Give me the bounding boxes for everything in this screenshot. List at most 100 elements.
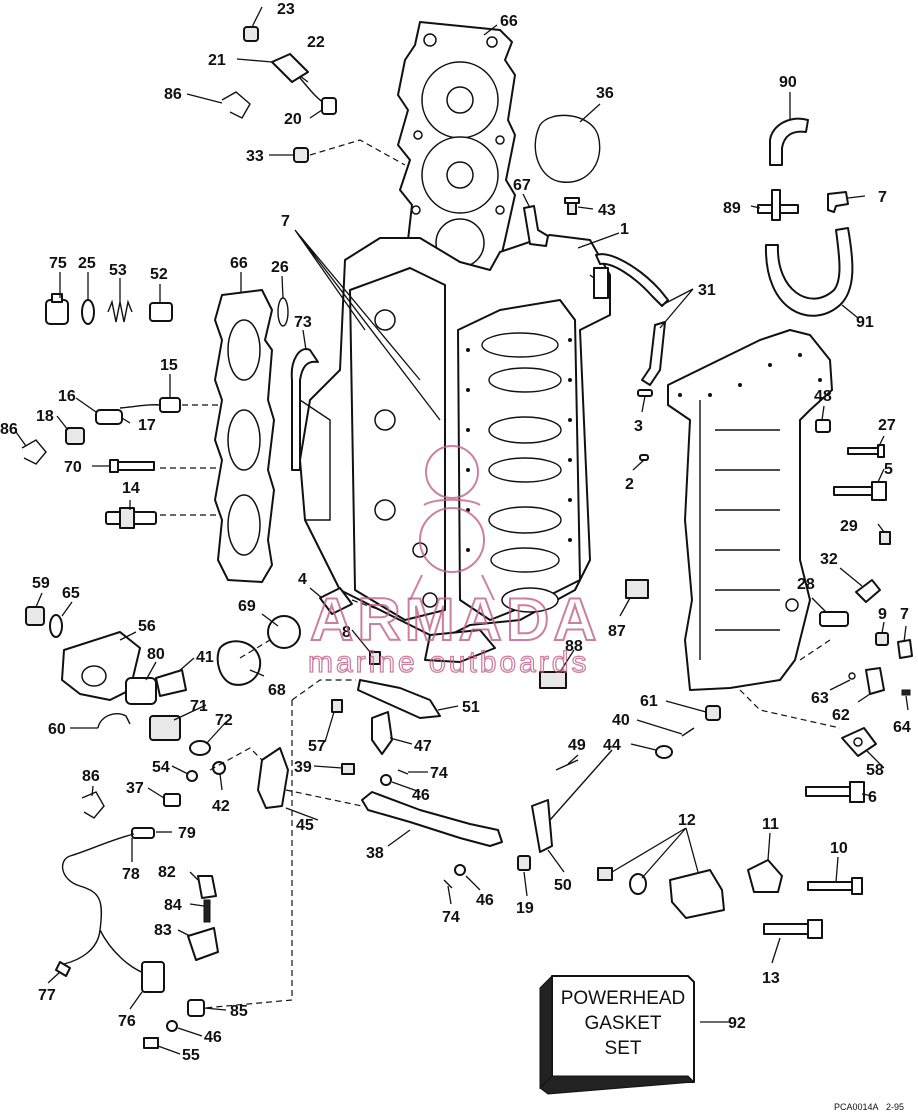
label-62: 62 (832, 707, 850, 724)
part-55-screw (143, 1037, 159, 1049)
part-12-stop-assembly (597, 867, 725, 919)
label-72: 72 (215, 712, 233, 729)
label-68: 68 (268, 682, 286, 699)
part-76-sensor (141, 961, 165, 993)
part-69-plug (267, 615, 301, 649)
part-48-fitting (815, 419, 831, 433)
label-43: 43 (598, 202, 616, 219)
label-40: 40 (612, 712, 630, 729)
label-64: 64 (893, 719, 911, 736)
label-16: 16 (58, 388, 76, 405)
label-90: 90 (779, 74, 797, 91)
part-90-hose-elbow (769, 117, 809, 166)
label-69: 69 (238, 598, 256, 615)
label-47: 47 (414, 738, 432, 755)
label-46-bottom: 46 (204, 1029, 222, 1046)
gasket-set-line-3: SET (605, 1038, 642, 1059)
part-79-fitting (131, 827, 155, 839)
label-76: 76 (118, 1013, 136, 1030)
part-49-cotter-pin (555, 759, 579, 771)
label-89: 89 (723, 200, 741, 217)
label-17: 17 (138, 417, 156, 434)
part-25-washer (81, 299, 95, 325)
part-10-bolt (807, 877, 863, 895)
part-54-washer (186, 770, 198, 782)
part-59-nut (25, 606, 45, 626)
label-71: 71 (190, 698, 208, 715)
part-73-hose (290, 348, 319, 471)
watermark-brand: ARMADA (310, 586, 601, 653)
part-38-link-rod (361, 791, 503, 847)
part-41-clamp (155, 669, 187, 697)
label-1: 1 (620, 221, 629, 238)
part-27-bolt (847, 444, 885, 458)
part-28-fitting (819, 611, 849, 627)
watermark: ARMADA marine outboards (307, 445, 601, 680)
label-45: 45 (296, 817, 314, 834)
label-85: 85 (230, 1003, 248, 1020)
part-47-bracket (371, 711, 393, 755)
watermark-tagline: marine outboards (308, 646, 589, 679)
label-44: 44 (603, 737, 621, 754)
label-3: 3 (634, 418, 643, 435)
label-7-right: 7 (900, 606, 909, 623)
label-91: 91 (856, 314, 874, 331)
label-86-lower: 86 (82, 768, 100, 785)
part-89-tee-fitting (757, 189, 799, 221)
label-83: 83 (154, 922, 172, 939)
label-75: 75 (49, 255, 67, 272)
part-74-pin-top (397, 769, 409, 775)
label-56: 56 (138, 618, 156, 635)
label-20: 20 (284, 111, 302, 128)
label-9: 9 (878, 606, 887, 623)
powerhead-gasket-set-box: POWERHEAD GASKET SET (539, 974, 696, 1095)
label-92: 92 (728, 1015, 746, 1032)
label-11: 11 (762, 816, 779, 833)
part-9-nut (875, 632, 889, 646)
part-84-spring (203, 899, 211, 923)
label-10: 10 (830, 840, 848, 857)
part-32-clip (855, 579, 881, 603)
label-79: 79 (178, 825, 196, 842)
part-72-washer (189, 740, 211, 756)
part-57-screw (331, 699, 343, 713)
part-85-fitting (187, 999, 205, 1017)
label-67: 67 (513, 177, 531, 194)
part-5-bolt (833, 481, 887, 501)
part-66-gasket-left (214, 289, 275, 583)
part-86-retainer-top (221, 91, 251, 119)
part-7-fitting-right-top (827, 191, 849, 213)
label-49: 49 (568, 737, 586, 754)
label-23: 23 (277, 1, 295, 18)
label-26: 26 (271, 259, 289, 276)
label-15: 15 (160, 357, 178, 374)
label-12: 12 (678, 812, 696, 829)
part-58-bracket (841, 727, 877, 757)
label-21: 21 (208, 52, 226, 69)
label-42: 42 (212, 798, 230, 815)
label-60: 60 (48, 721, 66, 738)
label-31: 31 (698, 282, 716, 299)
part-66-head-gasket-top (397, 21, 516, 273)
label-5: 5 (884, 461, 893, 478)
label-48: 48 (814, 388, 832, 405)
part-51-link (357, 679, 441, 719)
label-29: 29 (840, 518, 858, 535)
watermark-logo-icon (409, 445, 495, 601)
label-54: 54 (152, 759, 170, 776)
label-84: 84 (164, 897, 182, 914)
part-7-fitting-right (897, 639, 913, 659)
part-14-spark-plug (105, 507, 157, 529)
part-75-fitting (45, 293, 69, 325)
label-2: 2 (625, 476, 634, 493)
label-66-left: 66 (230, 255, 248, 272)
part-18-nut (65, 427, 85, 445)
part-70-temp-sender (109, 459, 155, 473)
part-39-screw (341, 763, 355, 775)
label-7-top-right: 7 (878, 189, 887, 206)
part-4-fitting (319, 587, 353, 615)
part-46-washer-bottom (166, 1020, 178, 1032)
label-65: 65 (62, 585, 80, 602)
label-82: 82 (158, 864, 176, 881)
part-52-valve (149, 302, 173, 322)
